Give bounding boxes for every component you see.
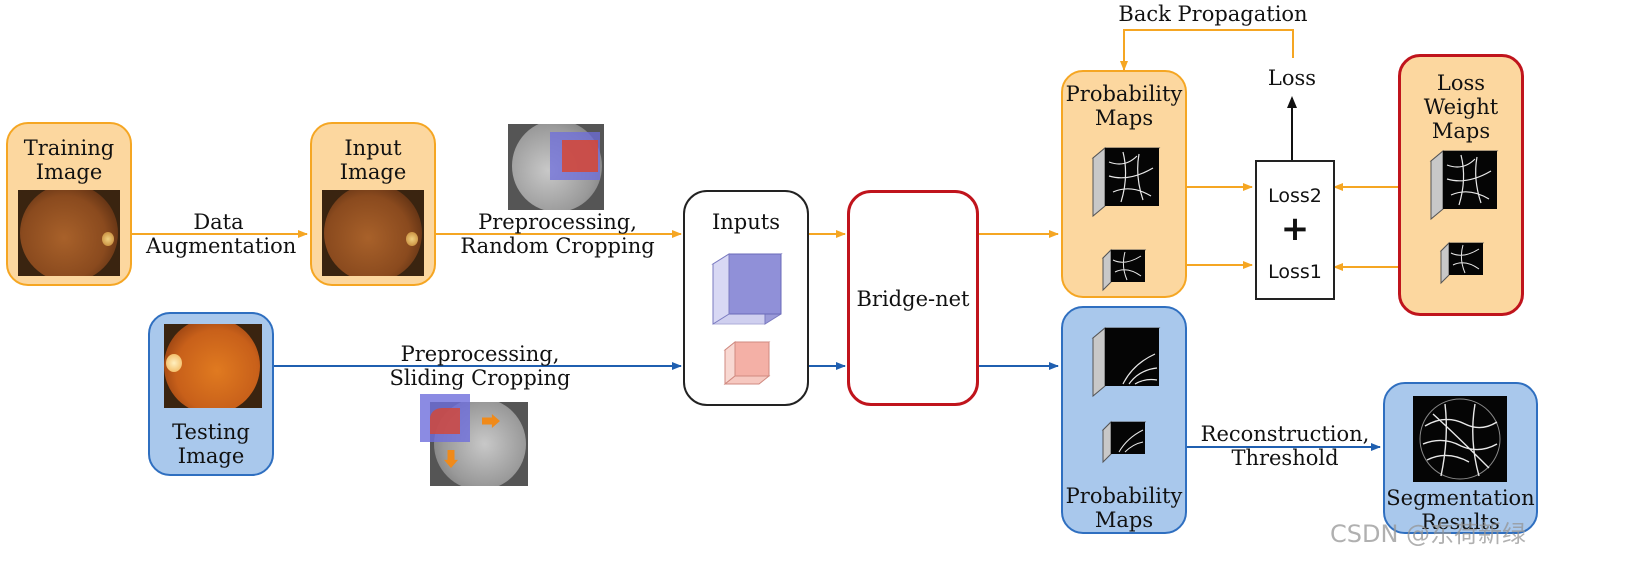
prob-map-large-cube (1091, 146, 1161, 292)
input-fundus-image (322, 190, 424, 276)
arrow-back-propagation (1120, 29, 1294, 71)
bridge-net-box: Bridge-net (847, 190, 979, 406)
probability-maps-bottom-box: Probability Maps (1061, 306, 1187, 534)
inputs-box: Inputs (683, 190, 809, 406)
segmentation-results-label: Segmentation Results (1386, 486, 1535, 534)
preprocessing-sliding-label: Preprocessing, Sliding Cropping (389, 342, 571, 390)
loss-label: Loss (1267, 66, 1317, 90)
probability-maps-top-box: Probability Maps (1061, 70, 1187, 298)
sliding-crop-thumbnail (430, 402, 528, 486)
preprocessing-random-label: Preprocessing, Random Cropping (460, 210, 655, 258)
loss-combiner-box: Loss2 + Loss1 (1255, 160, 1335, 300)
training-fundus-image (18, 190, 120, 276)
inputs-label: Inputs (711, 210, 780, 234)
plus-sign: + (1280, 209, 1310, 249)
training-image-box: Training Image (6, 122, 132, 286)
data-augmentation-label: Data Augmentation (146, 210, 297, 258)
training-image-label: Training Image (23, 136, 115, 184)
testing-image-label: Testing Image (172, 420, 250, 468)
inputs-cube-icons (711, 253, 783, 386)
probability-maps-top-label: Probability Maps (1065, 82, 1183, 130)
input-image-box: Input Image (310, 122, 436, 286)
loss-weight-map-cubes (1429, 149, 1499, 285)
bridge-net-label: Bridge-net (856, 287, 970, 311)
probability-maps-bottom-label: Probability Maps (1065, 484, 1183, 532)
prob-map-bottom-cubes (1091, 326, 1161, 464)
loss1-label: Loss1 (1268, 261, 1322, 283)
loss-weight-maps-box: Loss Weight Maps (1398, 54, 1524, 316)
back-propagation-label: Back Propagation (1118, 2, 1308, 26)
reconstruction-label: Reconstruction, Threshold (1200, 422, 1370, 470)
random-crop-thumbnail (508, 124, 604, 210)
loss-weight-maps-label: Loss Weight Maps (1423, 71, 1499, 143)
segmentation-result-image (1413, 396, 1507, 482)
segmentation-results-box: Segmentation Results (1383, 382, 1538, 534)
input-image-label: Input Image (339, 136, 407, 184)
testing-image-box: Testing Image (148, 312, 274, 476)
sliding-window-overlay (420, 394, 470, 442)
testing-fundus-image (164, 324, 262, 408)
csdn-watermark: CSDN @东荷新绿 (1330, 520, 1527, 548)
loss2-label: Loss2 (1268, 185, 1322, 207)
